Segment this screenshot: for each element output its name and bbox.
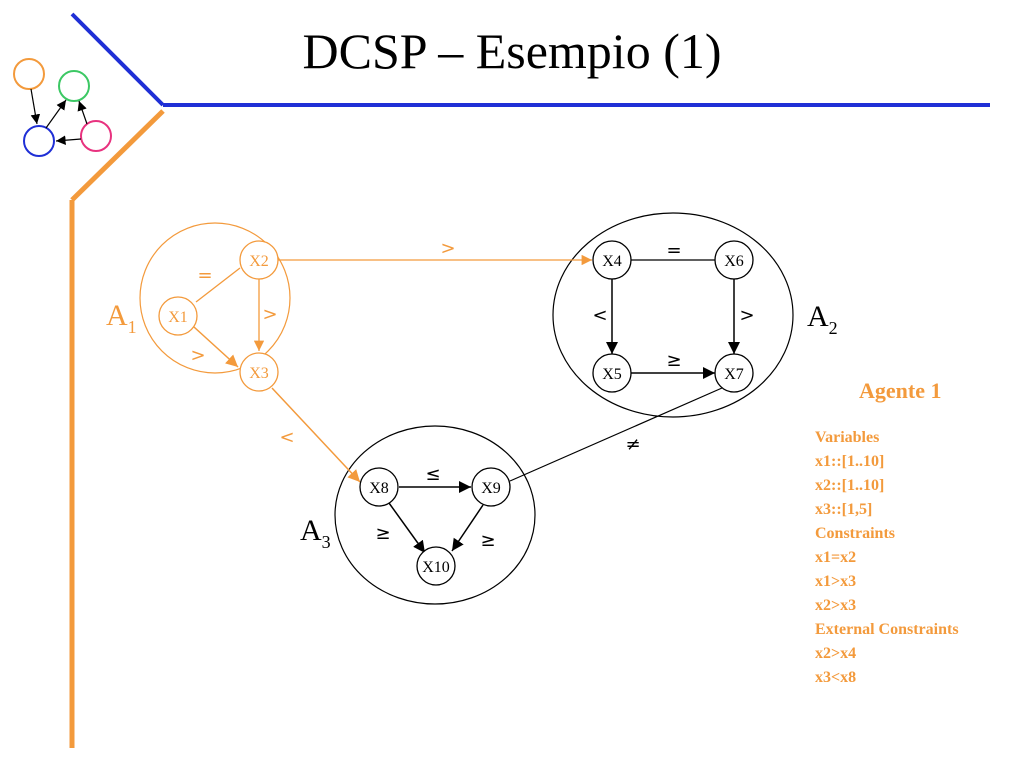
node-x6: X6 xyxy=(714,240,754,280)
graph-logo-icon xyxy=(13,58,112,157)
agent-panel: Variables x1::[1..10] x2::[1..10] x3::[1… xyxy=(815,426,959,690)
node-x10: X10 xyxy=(416,546,456,586)
node-x4: X4 xyxy=(592,240,632,280)
panel-line-external-2: x3<x8 xyxy=(815,669,857,686)
panel-line-constraint-3: x2>x3 xyxy=(815,597,857,614)
edge-x1-x2 xyxy=(195,267,241,303)
panel-line-external-heading: External Constraints xyxy=(815,621,959,638)
agent-3-boundary xyxy=(334,425,536,605)
edge-x8-x10 xyxy=(388,502,426,554)
node-x4-label: X4 xyxy=(602,253,622,270)
edge-x1-x3 xyxy=(193,326,239,368)
agent-panel-heading: Agente 1 xyxy=(859,378,942,403)
relation-x4-x6: = xyxy=(666,240,681,261)
node-x9-label: X9 xyxy=(481,480,501,497)
frame-blue-diagonal xyxy=(70,12,165,107)
panel-line-external-1: x2>x4 xyxy=(815,645,857,662)
node-x8-label: X8 xyxy=(369,480,389,497)
relation-x8-x10: ≥ xyxy=(375,523,390,544)
node-x10-label: X10 xyxy=(422,559,450,576)
panel-line-x3-domain: x3::[1,5] xyxy=(815,501,873,518)
node-x5: X5 xyxy=(592,353,632,393)
relation-x8-x9: ≤ xyxy=(425,464,440,485)
relation-x4-x5: < xyxy=(592,305,607,326)
node-x6-label: X6 xyxy=(724,253,744,270)
panel-line-constraint-2: x1>x3 xyxy=(815,573,857,590)
agent-2-label: A2 xyxy=(807,300,838,338)
node-x2-label: X2 xyxy=(249,253,269,270)
panel-line-constraint-1: x1=x2 xyxy=(815,549,857,566)
agent-1-boundary xyxy=(139,222,291,374)
relation-x1-x2: = xyxy=(197,265,212,286)
relation-x5-x7: ≥ xyxy=(666,350,681,371)
edge-x9-x10 xyxy=(451,504,484,552)
relation-x6-x7: > xyxy=(739,305,754,326)
node-x8: X8 xyxy=(359,467,399,507)
relation-x9-x10: ≥ xyxy=(480,530,495,551)
node-x2: X2 xyxy=(239,240,279,280)
panel-line-constraints-heading: Constraints xyxy=(815,525,896,542)
node-x7-label: X7 xyxy=(724,366,744,383)
panel-line-x1-domain: x1::[1..10] xyxy=(815,453,885,470)
relation-x2-x4: > xyxy=(440,238,455,259)
panel-line-x2-domain: x2::[1..10] xyxy=(815,477,885,494)
relation-x3-x8: < xyxy=(279,427,294,448)
relation-x9-x7: ≠ xyxy=(625,434,640,455)
frame-orange-diagonal xyxy=(70,109,165,202)
node-x1: X1 xyxy=(158,296,198,336)
relation-x1-x3: > xyxy=(190,345,205,366)
panel-line-variables-heading: Variables xyxy=(815,429,880,446)
node-x3-label: X3 xyxy=(249,365,269,382)
node-x3: X3 xyxy=(239,352,279,392)
page-title: DCSP – Esempio (1) xyxy=(302,23,722,79)
node-x5-label: X5 xyxy=(602,366,622,383)
relation-x2-x3: > xyxy=(262,304,277,325)
node-x9: X9 xyxy=(471,467,511,507)
agent-3-label: A3 xyxy=(300,514,331,552)
agent-1-label: A1 xyxy=(106,299,137,337)
edge-x9-x7 xyxy=(509,387,723,482)
edge-x3-x8 xyxy=(271,387,361,483)
node-x7: X7 xyxy=(714,353,754,393)
node-x1-label: X1 xyxy=(168,309,188,326)
agent-2-boundary xyxy=(552,212,794,418)
